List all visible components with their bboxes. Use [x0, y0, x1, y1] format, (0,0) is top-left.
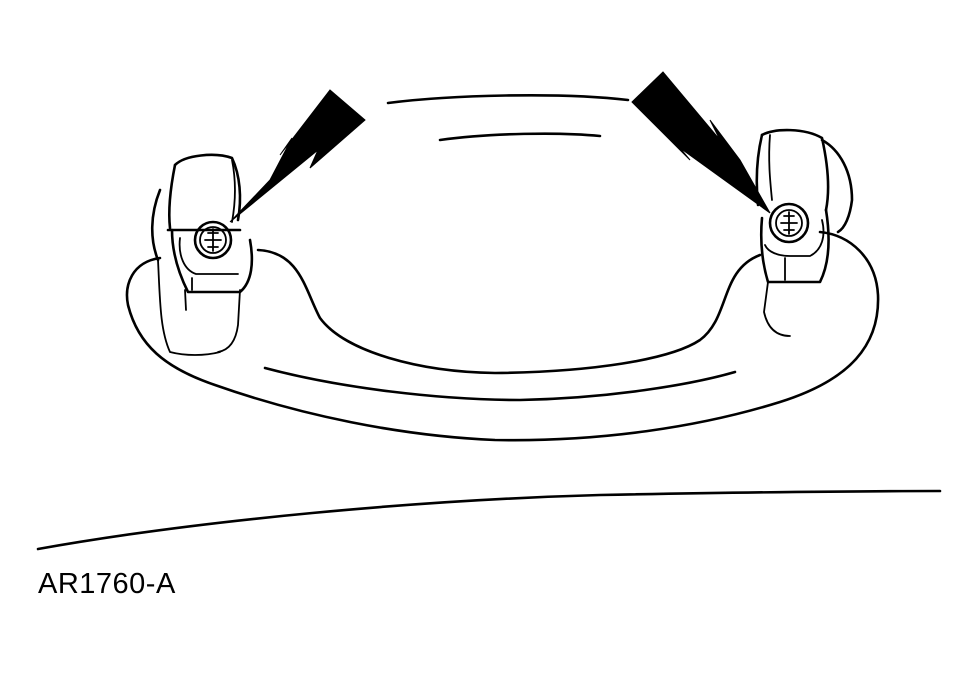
- phillips-screw-icon: [193, 220, 233, 260]
- figure-caption: AR1760-A: [38, 568, 176, 600]
- grab-handle-body: [125, 230, 880, 442]
- grab-handle-top-curve: [386, 94, 630, 105]
- grab-handle-lower-line: [263, 366, 737, 402]
- grab-handle-inner-curve: [256, 248, 762, 375]
- arrow-to-left-screw: [229, 89, 366, 223]
- left-mounting-bracket: [150, 153, 254, 356]
- headliner-edge: [36, 489, 942, 551]
- arrow-to-right-screw: [631, 71, 771, 214]
- grab-handle-top-inner: [438, 132, 602, 142]
- phillips-screw-icon: [768, 202, 810, 244]
